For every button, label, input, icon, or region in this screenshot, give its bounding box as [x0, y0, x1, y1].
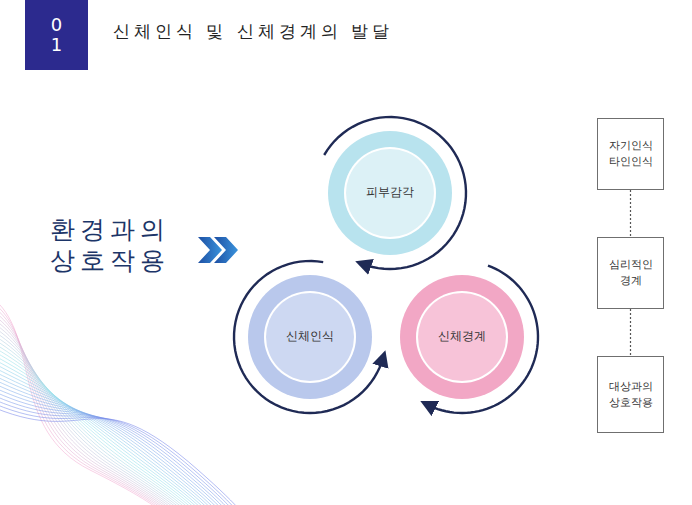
dotted-connector	[630, 309, 631, 356]
cycle-arrow	[324, 117, 466, 269]
wave-line	[0, 392, 239, 505]
concept-box: 자기인식 타인인식	[597, 118, 664, 190]
wave-line	[0, 320, 185, 505]
wave-line	[0, 400, 245, 505]
wave-line	[0, 356, 212, 505]
concept-box: 대상과의 상호작용	[597, 356, 664, 433]
concept-box: 심리적인 경계	[597, 237, 664, 309]
wave-line	[0, 312, 179, 505]
wave-line	[0, 396, 242, 505]
body-boundary-circle: 신체경계	[399, 274, 525, 400]
wave-line	[0, 404, 248, 505]
section-number: 01	[48, 15, 66, 55]
wave-line	[0, 372, 224, 505]
wave-line	[0, 304, 173, 505]
wave-line	[0, 408, 251, 505]
wave-line	[0, 380, 230, 505]
cycle-arrows	[234, 117, 538, 413]
body-awareness-circle: 신체인식	[247, 274, 373, 400]
node-text: 신체인식	[286, 328, 334, 345]
wave-line	[0, 364, 218, 505]
wave-lines	[0, 300, 251, 505]
cycle-arrow	[234, 261, 383, 413]
node-text: 자기인식 타인인식	[602, 138, 659, 170]
side-label: 환경과의 상호작용	[50, 214, 200, 277]
dotted-connector	[630, 190, 631, 237]
node-text: 심리적인 경계	[602, 257, 659, 289]
wave-line	[0, 336, 197, 505]
node-text: 신체경계	[438, 328, 486, 345]
skin-circle: 피부감각	[327, 130, 453, 256]
number-badge: 01	[25, 0, 88, 70]
slide-title: 신체인식 및 신체경계의 발달	[113, 20, 393, 43]
double-chevron	[198, 237, 238, 263]
wave-line	[0, 388, 236, 505]
node-text: 피부감각	[366, 184, 414, 201]
node-text: 대상과의 상호작용	[602, 379, 659, 411]
